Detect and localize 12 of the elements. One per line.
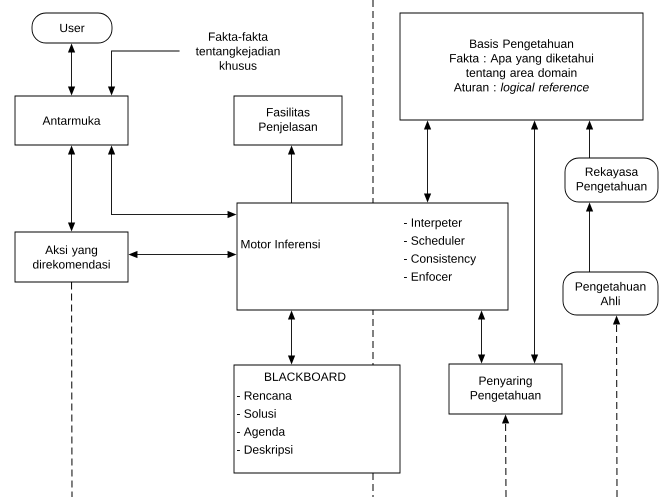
process-box: Antarmuka — [14, 96, 128, 146]
note-text: Fakta-fakta tentangkejadian khusus — [196, 32, 280, 70]
process-box: Aksi yang direkomendasi — [14, 232, 128, 282]
process-box: Fasilitas Penjelasan — [234, 96, 342, 146]
process-box: Penyaring Pengetahuan — [448, 364, 562, 414]
process-box: Motor Inferensi - Interpeter - Scheduler - Consistency - Enfocer — [236, 202, 508, 310]
terminator-box: User — [32, 12, 112, 44]
terminator-box: Rekayasa Pengetahuan — [564, 158, 658, 202]
dashed-line — [71, 282, 72, 497]
knowledge-base-box: Basis Pengetahuan Fakta : Apa yang diketahui tentang area domain Aturan : logical reference — [400, 12, 644, 120]
terminator-box: Pengetahuan Ahli — [562, 272, 658, 316]
blackboard-box: BLACKBOARD - Rencana - Solusi - Agenda - Deskripsi — [234, 364, 400, 474]
